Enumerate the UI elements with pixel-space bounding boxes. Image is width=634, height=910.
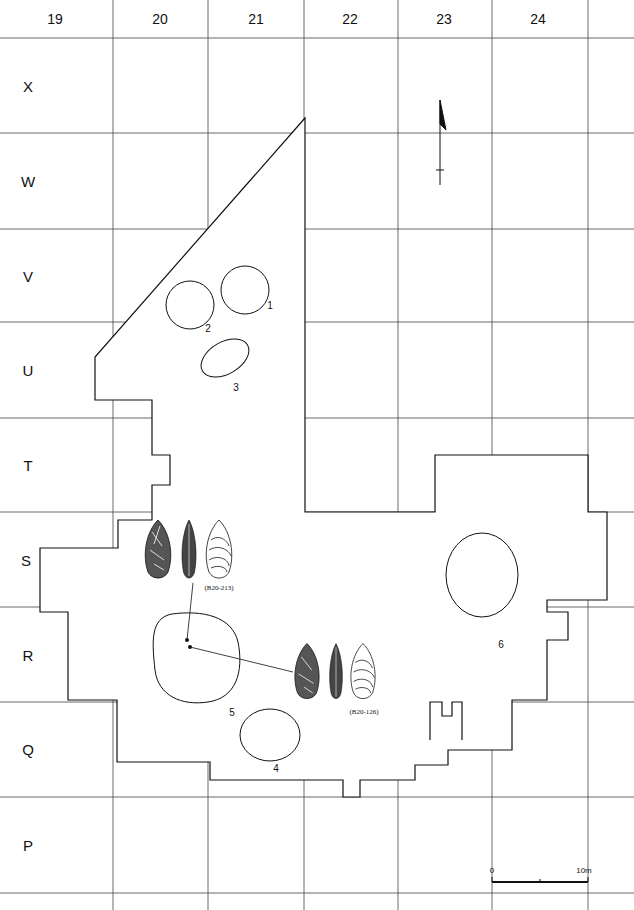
row-letter: R bbox=[23, 648, 34, 663]
pit-feature: 6 bbox=[446, 533, 518, 617]
row-letter: W bbox=[21, 174, 35, 189]
pit-feature: 4 bbox=[240, 709, 300, 761]
column-number: 20 bbox=[152, 12, 168, 26]
feature-number: 3 bbox=[233, 383, 239, 393]
pit-outline bbox=[240, 709, 300, 761]
row-letter: U bbox=[23, 363, 34, 378]
pit-outline bbox=[197, 338, 253, 378]
pit-outline bbox=[446, 533, 518, 617]
feature-number: 4 bbox=[273, 764, 279, 774]
row-letter: V bbox=[23, 269, 33, 284]
north-arrow bbox=[436, 100, 446, 185]
column-number: 21 bbox=[248, 12, 264, 26]
pit-feature: 2 bbox=[166, 281, 214, 329]
feature-number: 1 bbox=[267, 301, 273, 311]
catalog-number: (B20-213) bbox=[203, 585, 234, 592]
pit-feature: 3 bbox=[197, 338, 253, 378]
feature-number: 5 bbox=[229, 708, 235, 718]
pit-feature: 1 bbox=[221, 266, 269, 314]
catalog-number: (B20-126) bbox=[348, 709, 379, 716]
excavation-outline bbox=[40, 118, 607, 797]
column-number: 22 bbox=[342, 12, 358, 26]
row-letter: X bbox=[23, 79, 33, 94]
column-number: 23 bbox=[436, 12, 452, 26]
column-number: 19 bbox=[47, 12, 63, 26]
column-number: 24 bbox=[530, 12, 546, 26]
artifact-drawing bbox=[145, 520, 375, 699]
row-letter: T bbox=[23, 458, 32, 473]
row-letter: S bbox=[21, 553, 31, 568]
find-spot bbox=[185, 583, 293, 672]
feature-number: 2 bbox=[205, 324, 211, 334]
row-letter: P bbox=[23, 838, 33, 853]
row-letter: Q bbox=[22, 742, 34, 757]
scale-label: 0 bbox=[490, 867, 494, 875]
pit-feature: 5 bbox=[152, 612, 242, 704]
pit-outline bbox=[221, 266, 269, 314]
pit-outline bbox=[166, 281, 214, 329]
scale-bar bbox=[492, 877, 588, 882]
pit-outline bbox=[152, 612, 242, 704]
scale-label: 10m bbox=[576, 867, 592, 875]
feature-number: 6 bbox=[498, 640, 504, 650]
excavation-notch bbox=[430, 702, 462, 740]
